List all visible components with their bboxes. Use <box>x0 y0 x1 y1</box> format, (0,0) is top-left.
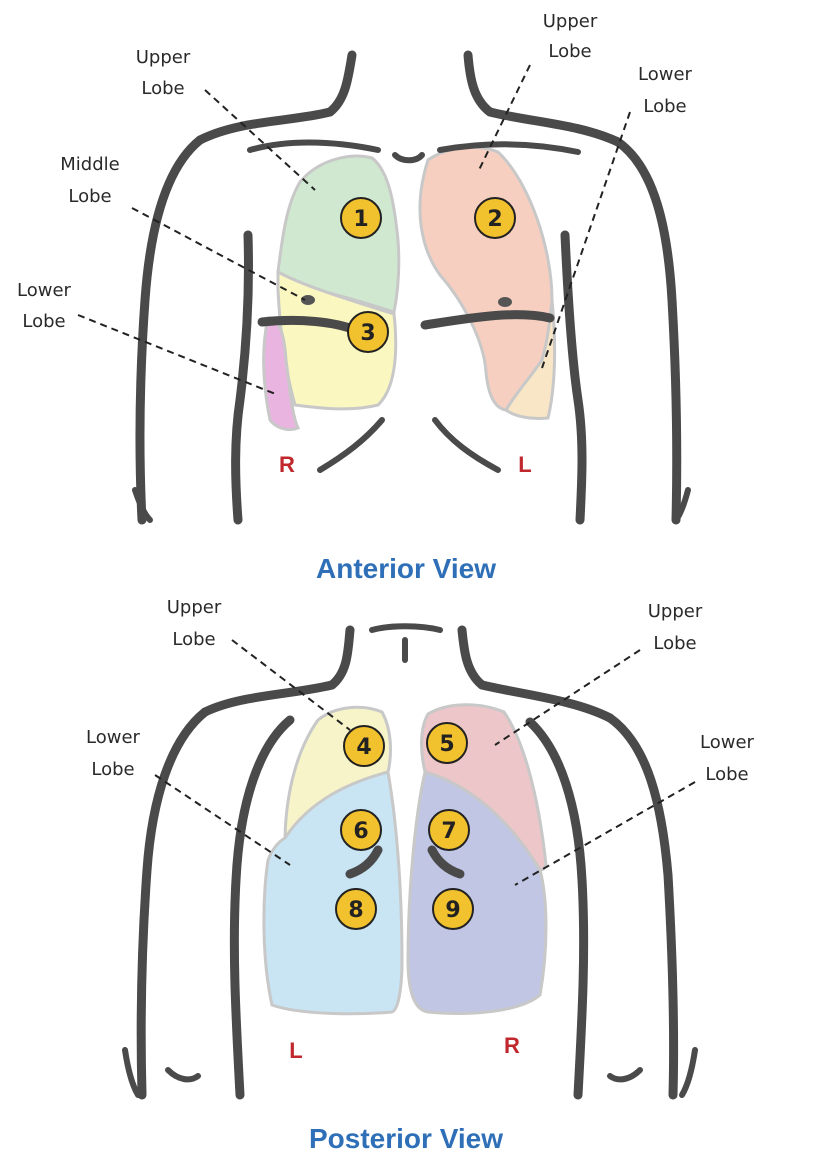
anterior-arm-inner-left <box>231 230 253 525</box>
posterior-label-left-upper-line1: Upper <box>167 597 222 618</box>
anterior-hand-right <box>673 487 691 523</box>
posterior-spine-right-curve <box>427 845 465 879</box>
posterior-shoulder-right <box>605 713 679 1100</box>
posterior-shoulder-left <box>136 707 210 1100</box>
posterior-leader-right-upper <box>494 649 641 746</box>
posterior-label-right-lower-line1: Lower <box>700 732 755 753</box>
anterior-label-right-upper-line2: Lobe <box>141 78 184 99</box>
anterior-arm-inner-right <box>560 230 587 525</box>
anterior-label-right-lower-line1: Lower <box>17 280 72 301</box>
posterior-hand-right <box>679 1047 698 1098</box>
auscultation-point-3: 3 <box>347 311 389 353</box>
auscultation-point-5: 5 <box>426 722 468 764</box>
anterior-leader-left-lower <box>541 111 631 369</box>
auscultation-point-6: 6 <box>340 809 382 851</box>
anterior-sternal-notch <box>392 152 425 164</box>
anterior-nipple-left <box>301 295 315 305</box>
anterior-label-right-middle-line1: Middle <box>60 154 119 175</box>
anterior-nipple-right <box>498 297 512 307</box>
anterior-right-lower-lobe <box>262 316 301 432</box>
marker-6-number: 6 <box>353 819 368 844</box>
anterior-ribline-left <box>317 417 385 473</box>
auscultation-point-2: 2 <box>474 197 516 239</box>
anterior-label-left-lower-line1: Lower <box>638 64 693 85</box>
anterior-collarbone-right <box>437 141 581 155</box>
marker-2-number: 2 <box>487 207 502 232</box>
auscultation-point-4: 4 <box>343 725 385 767</box>
anterior-shoulder-left <box>135 135 205 525</box>
marker-4-circle <box>343 725 385 767</box>
auscultation-point-9: 9 <box>432 888 474 930</box>
anterior-label-right-middle-line2: Lobe <box>68 186 111 207</box>
marker-7-number: 7 <box>441 819 456 844</box>
auscultation-point-8: 8 <box>335 888 377 930</box>
posterior-trapezius-right <box>477 680 615 723</box>
marker-8-number: 8 <box>348 898 363 923</box>
anterior-hand-left <box>132 487 153 523</box>
posterior-neck-top <box>369 623 443 633</box>
anterior-trapezius-left <box>195 107 335 145</box>
anterior-collarbone-left <box>247 139 381 153</box>
anterior-side-left-marker: L <box>518 452 531 477</box>
anterior-trapezius-right <box>485 107 623 147</box>
anterior-view-title: Anterior View <box>316 553 496 584</box>
anterior-label-left-lower-line2: Lobe <box>643 96 686 117</box>
anterior-side-right-marker: R <box>279 452 295 477</box>
posterior-label-right-upper-line1: Upper <box>648 601 703 622</box>
auscultation-point-7: 7 <box>428 809 470 851</box>
marker-5-circle <box>426 722 468 764</box>
anterior-label-left-upper-line2: Lobe <box>548 41 591 62</box>
anterior-leader-right-middle <box>131 207 306 301</box>
posterior-label-left-lower-line1: Lower <box>86 727 141 748</box>
posterior-label-right-upper-line2: Lobe <box>653 633 696 654</box>
posterior-view-title: Posterior View <box>309 1123 503 1154</box>
anterior-left-lower-lobe <box>504 299 557 420</box>
posterior-leader-left-lower <box>154 774 291 866</box>
anterior-pectoral-right <box>420 310 555 330</box>
marker-2-circle <box>474 197 516 239</box>
marker-3-number: 3 <box>360 321 375 346</box>
marker-4-number: 4 <box>356 735 371 760</box>
marker-7-circle <box>428 809 470 851</box>
posterior-elbow-right <box>607 1067 643 1083</box>
anterior-left-upper-lobe <box>418 145 554 412</box>
posterior-scapula-right <box>525 717 589 1100</box>
anterior-shoulder-right <box>613 137 682 525</box>
posterior-leader-left-upper <box>231 639 351 731</box>
marker-9-circle <box>432 888 474 930</box>
anterior-neck-right <box>463 50 495 117</box>
posterior-scapula-left <box>229 715 295 1100</box>
posterior-left-lower-lobe <box>262 770 404 1016</box>
marker-6-circle <box>340 809 382 851</box>
posterior-spine-left-curve <box>345 845 383 879</box>
posterior-side-left-marker: L <box>289 1038 302 1063</box>
marker-3-circle <box>347 311 389 353</box>
posterior-label-right-lower-line2: Lobe <box>705 764 748 785</box>
marker-1-number: 1 <box>353 207 368 232</box>
posterior-side-right-marker: R <box>504 1033 520 1058</box>
anterior-leader-left-upper <box>477 64 531 173</box>
anterior-label-right-lower-line2: Lobe <box>22 311 65 332</box>
posterior-label-left-lower-line2: Lobe <box>91 759 134 780</box>
posterior-leader-right-lower <box>514 781 696 886</box>
posterior-view: 4 5 6 7 8 9 Upper Lobe Lower Lobe Upper … <box>86 597 755 1154</box>
anterior-leader-right-upper <box>204 89 316 191</box>
anterior-label-left-upper-line1: Upper <box>543 11 598 32</box>
marker-5-number: 5 <box>439 732 454 757</box>
anterior-neck-left <box>325 50 357 117</box>
marker-8-circle <box>335 888 377 930</box>
marker-1-circle <box>340 197 382 239</box>
posterior-neck-right <box>457 625 487 690</box>
posterior-hand-left <box>122 1047 141 1098</box>
posterior-label-left-upper-line2: Lobe <box>172 629 215 650</box>
anterior-label-right-upper-line1: Upper <box>136 47 191 68</box>
auscultation-point-1: 1 <box>340 197 382 239</box>
marker-9-number: 9 <box>445 898 460 923</box>
posterior-trapezius-left <box>200 680 337 717</box>
anterior-view: 1 2 3 Upper Lobe Middle Lobe Lower Lobe … <box>17 11 693 584</box>
anterior-ribline-right <box>432 417 501 473</box>
posterior-neck-left <box>327 625 355 690</box>
posterior-elbow-left <box>165 1067 201 1083</box>
